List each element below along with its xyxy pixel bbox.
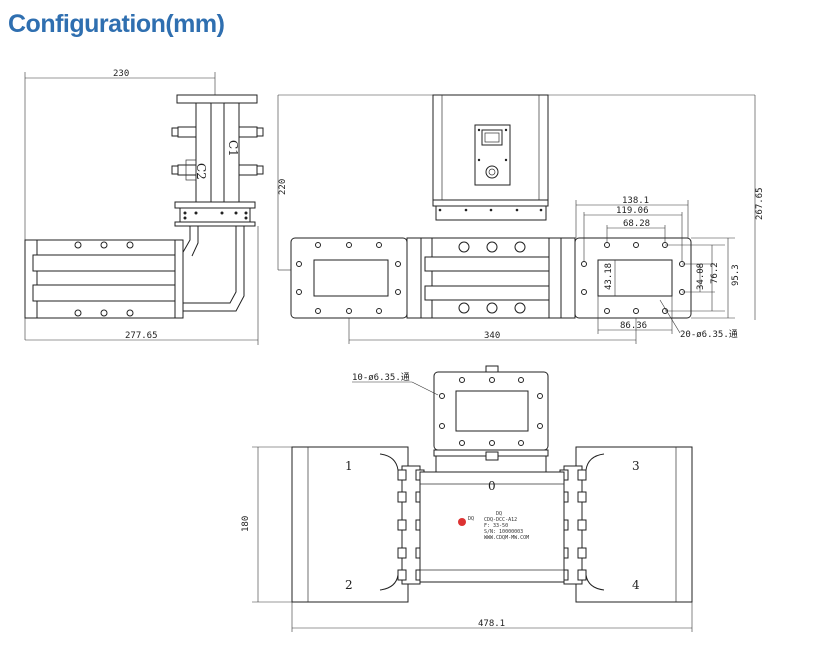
nameplate-line1: DQ — [496, 511, 502, 517]
port-0-label: 0 — [488, 479, 496, 493]
nameplate-line2: CDQ-DCC-A12 — [484, 517, 517, 523]
nameplate-line5: WWW.CDQM-MW.COM — [484, 535, 529, 541]
dim-43-18: 43.18 — [604, 263, 614, 290]
nameplate-line3: F: 33-50 — [484, 523, 508, 529]
page-title: Configuration(mm) — [8, 10, 225, 38]
nameplate-line4: S/N: 10000003 — [484, 529, 523, 535]
note-20-holes: 20-ø6.35.通 — [680, 329, 738, 340]
nameplate: DQ DQ CDQ-DCC-A12 F: 33-50 S/N: 10000003… — [458, 511, 529, 541]
label-c1: C1 — [226, 140, 240, 157]
top-view: 10-ø6.35.通 180 1 2 3 4 — [241, 365, 693, 632]
label-c2: C2 — [194, 163, 208, 180]
dim-267-65: 267.65 — [755, 187, 765, 220]
dim-220: 220 — [278, 179, 288, 195]
dim-180: 180 — [241, 516, 251, 532]
side-view: 230 C1 C2 — [24, 69, 264, 345]
brand-logo-icon — [458, 518, 466, 526]
dim-68-28: 68.28 — [623, 219, 650, 229]
port-3-label: 3 — [632, 459, 640, 473]
dim-230: 230 — [113, 69, 129, 79]
dim-478-1: 478.1 — [478, 619, 505, 629]
dim-277-65: 277.65 — [125, 331, 158, 341]
dim-95-3: 95.3 — [731, 264, 741, 286]
dim-340: 340 — [484, 331, 500, 341]
port-1-label: 1 — [345, 459, 353, 473]
port-2-label: 2 — [345, 578, 353, 592]
dim-138-1: 138.1 — [622, 196, 649, 206]
dim-34-08: 34.08 — [696, 263, 706, 290]
port-4-label: 4 — [632, 578, 640, 592]
brand-mark: DQ — [468, 516, 474, 522]
dim-76-2: 76.2 — [710, 262, 720, 284]
note-10-holes: 10-ø6.35.通 — [352, 372, 410, 383]
dim-86-36: 86.36 — [620, 321, 647, 331]
front-view: 220 267.65 — [277, 94, 765, 344]
dim-119-06: 119.06 — [616, 206, 649, 216]
